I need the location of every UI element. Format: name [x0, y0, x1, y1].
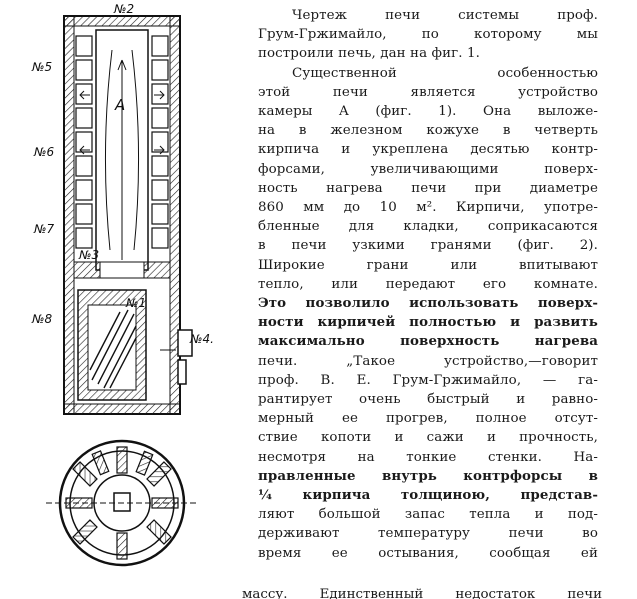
label-n8: №8: [32, 312, 53, 326]
text-line: правленные внутрь контрфорсы в: [258, 467, 598, 484]
text-line: мерный ее прогрев, полное отсут-: [258, 411, 598, 427]
text-line: кирпича и укреплена десятью контр-: [258, 142, 598, 158]
text-line: максимально поверхность нагрева: [258, 333, 598, 350]
text-line: тепло, или передают его комнате.: [258, 276, 598, 292]
label-n1: №1: [126, 296, 147, 310]
text-line: на в железном кожухе в четверть: [258, 123, 598, 139]
text-line: форсами, увеличивающими поверх-: [258, 161, 598, 177]
text-line: ¼ кирпича толщиною, представ-: [258, 487, 598, 504]
text-line: время ее остывания, сообщая ей: [258, 545, 598, 561]
cutoff-line-container: массу. Единственный недостаток печи: [242, 579, 602, 599]
article-text: Чертеж печи системы проф. Грум-Гржимайло…: [258, 6, 598, 563]
text-line: ности кирпичей полностью и развить: [258, 314, 598, 331]
label-n6: №6: [34, 145, 55, 159]
label-n5: №5: [32, 60, 53, 74]
text-line: проф. В. Е. Грум-Гржимайло, — га-: [258, 372, 598, 388]
label-chamber-a: A: [115, 96, 126, 114]
text-line: ствие копоти и сажи и прочность,: [258, 430, 598, 446]
stove-drawing-figure: №2 №5 №6 №7 №8 №3 №1 №4. A: [0, 0, 245, 599]
label-n3: №3: [79, 248, 100, 262]
label-n7: №7: [34, 222, 55, 236]
text-line: Грум-Гржимайло, по которому мы: [258, 27, 598, 43]
text-line: Существенной особенностью: [292, 65, 598, 81]
text-line: этой печи является устройство: [258, 84, 598, 100]
text-line: бленные для кладки, соприкасаются: [258, 219, 598, 235]
label-n2: №2: [114, 2, 135, 16]
text-line: Это позволило использовать поверх-: [258, 295, 598, 312]
text-line: 860 мм до 10 м². Кирпичи, употре-: [258, 200, 598, 216]
text-line: печи. „Такое устройство,—говорит: [258, 353, 598, 369]
text-line: несмотря на тонкие стенки. На-: [258, 449, 598, 465]
text-line: камеры A (фиг. 1). Она выложе-: [258, 104, 598, 120]
label-n4: №4.: [190, 332, 214, 346]
text-line: ность нагрева печи при диаметре: [258, 180, 598, 196]
paragraph-1: Чертеж печи системы проф. Грум-Гржимайло…: [258, 6, 598, 64]
text-line: держивают температуру печи во: [258, 526, 598, 542]
text-line: в печи узкими гранями (фиг. 2).: [258, 238, 598, 254]
text-line: Широкие грани или впитывают: [258, 257, 598, 273]
stove-drawing-svg: [46, 15, 198, 567]
paragraph-2: Существенной особенностью этой печи явля…: [258, 64, 598, 563]
text-line: рантирует очень быстрый и равно-: [258, 392, 598, 408]
text-line: построили печь, дан на фиг. 1.: [258, 46, 480, 62]
text-line: ляют большой запас тепла и под-: [258, 507, 598, 523]
cutoff-text-line: массу. Единственный недостаток печи: [242, 587, 602, 599]
text-line: Чертеж печи системы проф.: [292, 8, 598, 23]
